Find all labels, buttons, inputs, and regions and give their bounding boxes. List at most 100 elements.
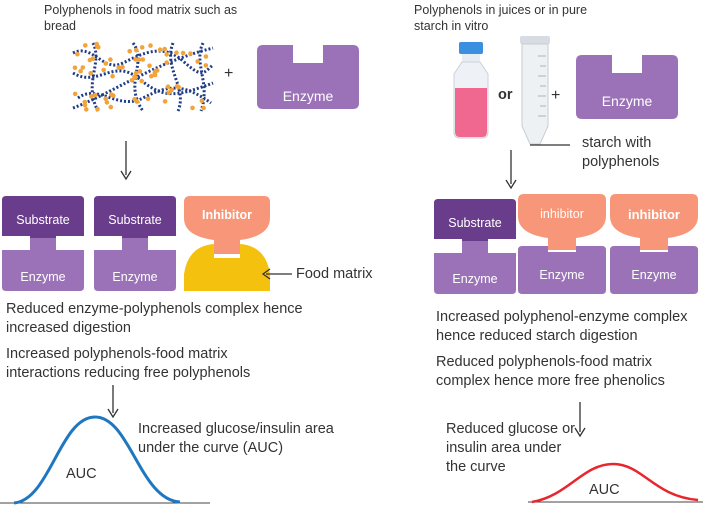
left-text-digestion: Reduced enzyme-polyphenols complex hence… — [6, 300, 303, 338]
polyphenol-bead — [133, 47, 139, 53]
food-matrix-label: Food matrix — [296, 266, 373, 282]
polyphenol-bead — [137, 69, 143, 74]
polyphenol-bead — [78, 68, 83, 74]
polyphenol-bead — [162, 99, 168, 104]
polyphenol-bead — [89, 94, 94, 99]
polyphenol-bead — [108, 57, 113, 62]
text-line: Reduced glucose or — [446, 421, 575, 437]
polyphenol-bead — [139, 45, 145, 50]
polyphenol-bead — [201, 105, 206, 111]
polyphenol-bead — [145, 96, 151, 102]
polyphenol-bead — [139, 78, 144, 84]
polyphenol-bead — [136, 57, 142, 62]
polyphenol-bead — [134, 99, 140, 104]
polyphenol-bead — [127, 48, 132, 54]
polyphenol-bead — [116, 65, 121, 70]
polyphenol-bead — [203, 63, 209, 68]
text-line: Reduced polyphenols-food matrix — [436, 354, 653, 370]
polyphenol-bead — [90, 56, 96, 62]
left-header-line: Polyphenols in food matrix such as — [44, 3, 238, 17]
inhibitor-label: Inhibitor — [202, 208, 252, 222]
polyphenol-bead — [199, 98, 205, 104]
bread-matrix-illustration — [72, 41, 214, 112]
polyphenol-bead — [169, 87, 174, 93]
text-line: Increased polyphenol-enzyme complex — [436, 309, 688, 325]
polyphenol-bead — [72, 65, 78, 70]
arrow-down-icon — [107, 385, 119, 419]
auc-curve-left — [0, 415, 210, 505]
polyphenol-bead — [108, 104, 114, 110]
polyphenol-bead — [152, 72, 158, 78]
polyphenol-bead — [190, 105, 195, 111]
enzyme-label: Enzyme — [112, 270, 158, 284]
polyphenol-bead — [103, 96, 108, 102]
left-curve-text: Increased glucose/insulin area under the… — [138, 420, 334, 458]
polyphenol-bead — [82, 102, 88, 108]
enzyme-shape — [576, 55, 678, 119]
polyphenol-bead — [164, 60, 169, 65]
polyphenol-bead — [103, 61, 109, 66]
starch-text: starch with polyphenols — [582, 134, 659, 172]
polyphenol-bead — [148, 43, 153, 48]
text-line: insulin area under — [446, 440, 562, 456]
text-line: polyphenols — [582, 154, 660, 170]
polyphenol-bead — [101, 67, 106, 73]
text-line: increased digestion — [6, 320, 131, 336]
polyphenol-bead — [88, 71, 93, 76]
polyphenol-bead — [164, 52, 169, 57]
text-line: complex hence more free phenolics — [436, 373, 665, 389]
polyphenol-bead — [166, 90, 171, 95]
test-tube-icon — [520, 36, 550, 145]
polyphenol-bead — [109, 92, 114, 97]
substrate-enzyme-complex — [94, 196, 176, 291]
substrate-enzyme-complex — [2, 196, 84, 291]
polyphenol-bead — [174, 84, 180, 89]
text-line: under the curve (AUC) — [138, 440, 284, 456]
polyphenol-bead — [203, 54, 209, 59]
substrate-label: Substrate — [16, 213, 70, 227]
substrate-label: Substrate — [448, 216, 502, 230]
polyphenol-bead — [157, 47, 163, 52]
right-header-line: starch in vitro — [414, 19, 489, 33]
polyphenol-bead — [188, 51, 193, 56]
polyphenol-bead — [110, 73, 115, 79]
polyphenol-bead — [195, 59, 200, 64]
text-line: the curve — [446, 459, 506, 475]
polyphenol-bead — [132, 74, 137, 79]
polyphenol-bead — [84, 107, 89, 112]
enzyme-label: Enzyme — [282, 88, 334, 104]
polyphenol-bead — [174, 50, 179, 55]
polyphenol-bead — [83, 43, 88, 48]
polyphenol-bead — [75, 51, 80, 57]
pointer-line — [530, 144, 570, 146]
polyphenol-bead — [133, 70, 139, 76]
plus-sign: + — [551, 87, 561, 104]
inhibitor-label: inhibitor — [540, 207, 584, 221]
arrow-down-icon — [505, 150, 517, 190]
polyphenol-bead — [80, 65, 86, 70]
text-line: starch with — [582, 135, 652, 151]
substrate-label: Substrate — [108, 213, 162, 227]
polyphenol-bead — [140, 57, 146, 62]
polyphenol-bead — [133, 57, 138, 62]
polyphenol-bead — [149, 73, 154, 79]
right-text-complex: Increased polyphenol-enzyme complex henc… — [436, 308, 687, 346]
enzyme-label: Enzyme — [539, 268, 585, 282]
enzyme-label: Enzyme — [452, 272, 498, 286]
inhibitor-food-matrix — [184, 196, 270, 291]
left-header: Polyphenols in food matrix such as bread — [44, 2, 237, 34]
auc-curve-right — [528, 462, 703, 504]
substrate-enzyme-complex — [434, 199, 516, 294]
right-text-matrix: Reduced polyphenols-food matrix complex … — [436, 353, 665, 391]
arrow-down-icon — [120, 141, 132, 181]
polyphenol-bead — [120, 64, 125, 70]
arrow-left-icon — [261, 268, 292, 280]
inhibitor-enzyme-complex — [518, 194, 606, 294]
enzyme-label: Enzyme — [20, 270, 66, 284]
polyphenol-bead — [129, 78, 135, 83]
plus-sign: + — [224, 65, 234, 82]
enzyme-shape — [257, 45, 359, 109]
inhibitor-enzyme-complex — [610, 194, 698, 294]
right-curve-text: Reduced glucose or insulin area under th… — [446, 420, 575, 477]
enzyme-label: Enzyme — [631, 268, 677, 282]
